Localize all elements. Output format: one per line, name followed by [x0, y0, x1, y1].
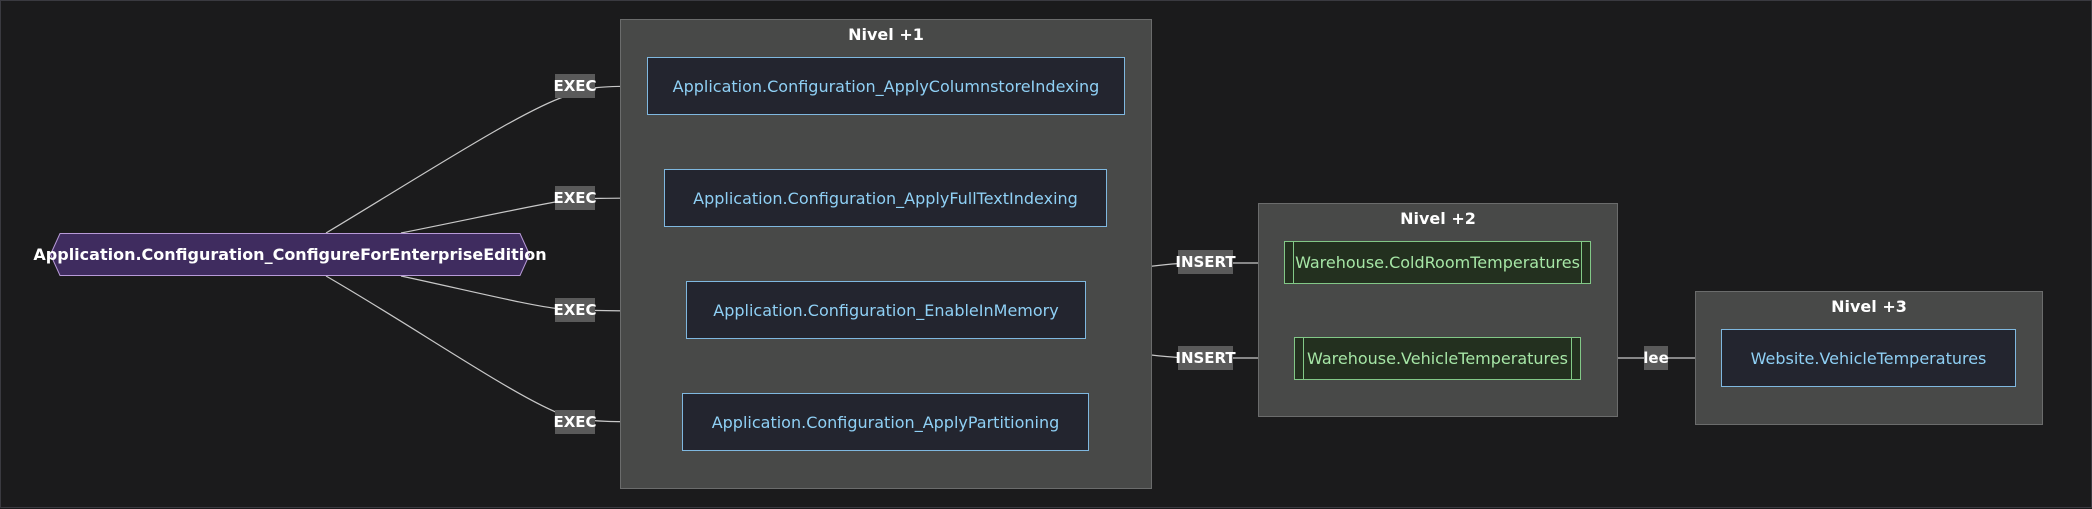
- node-label: Website.VehicleTemperatures: [1750, 348, 1987, 368]
- edge-label-insert: INSERT: [1175, 250, 1236, 274]
- edge-label-exec: EXEC: [553, 186, 597, 210]
- edge-label-exec: EXEC: [553, 74, 597, 98]
- hexagon-shape: [50, 233, 530, 276]
- node-label: Application.Configuration_ApplyColumnsto…: [672, 76, 1100, 96]
- edge-label-insert: INSERT: [1175, 346, 1236, 370]
- node-vehicle-temperatures[interactable]: Warehouse.VehicleTemperatures: [1294, 337, 1581, 380]
- node-label: Application.Configuration_ApplyFullTextI…: [693, 188, 1078, 208]
- edge-label-exec: EXEC: [553, 298, 597, 322]
- edge-label-lee: lee: [1643, 346, 1669, 370]
- cluster-nivel-2: Nivel +2: [1258, 203, 1618, 417]
- node-coldroom-temperatures[interactable]: Warehouse.ColdRoomTemperatures: [1284, 241, 1591, 284]
- edge-exec-partitioning: [325, 275, 683, 427]
- node-label: Application.Configuration_ApplyPartition…: [711, 412, 1060, 432]
- node-website-vehicle-temperatures[interactable]: Website.VehicleTemperatures: [1721, 329, 2016, 387]
- node-apply-partitioning[interactable]: Application.Configuration_ApplyPartition…: [682, 393, 1089, 451]
- node-apply-columnstore-indexing[interactable]: Application.Configuration_ApplyColumnsto…: [647, 57, 1125, 115]
- edge-label-exec: EXEC: [553, 410, 597, 434]
- origin-node-label: Application.Configuration_ConfigureForEn…: [33, 245, 547, 264]
- cluster-title: Nivel +2: [1400, 209, 1476, 228]
- node-apply-fulltext-indexing[interactable]: Application.Configuration_ApplyFullTextI…: [664, 169, 1107, 227]
- node-enable-in-memory[interactable]: Application.Configuration_EnableInMemory: [686, 281, 1086, 339]
- cluster-title: Nivel +1: [848, 25, 924, 44]
- node-label: Warehouse.ColdRoomTemperatures: [1295, 253, 1580, 272]
- node-label: Application.Configuration_EnableInMemory: [713, 300, 1059, 320]
- origin-node[interactable]: Application.Configuration_ConfigureForEn…: [33, 233, 547, 276]
- node-label: Warehouse.VehicleTemperatures: [1307, 349, 1568, 368]
- cluster-title: Nivel +3: [1831, 297, 1907, 316]
- edge-exec-columnstore: [325, 81, 648, 234]
